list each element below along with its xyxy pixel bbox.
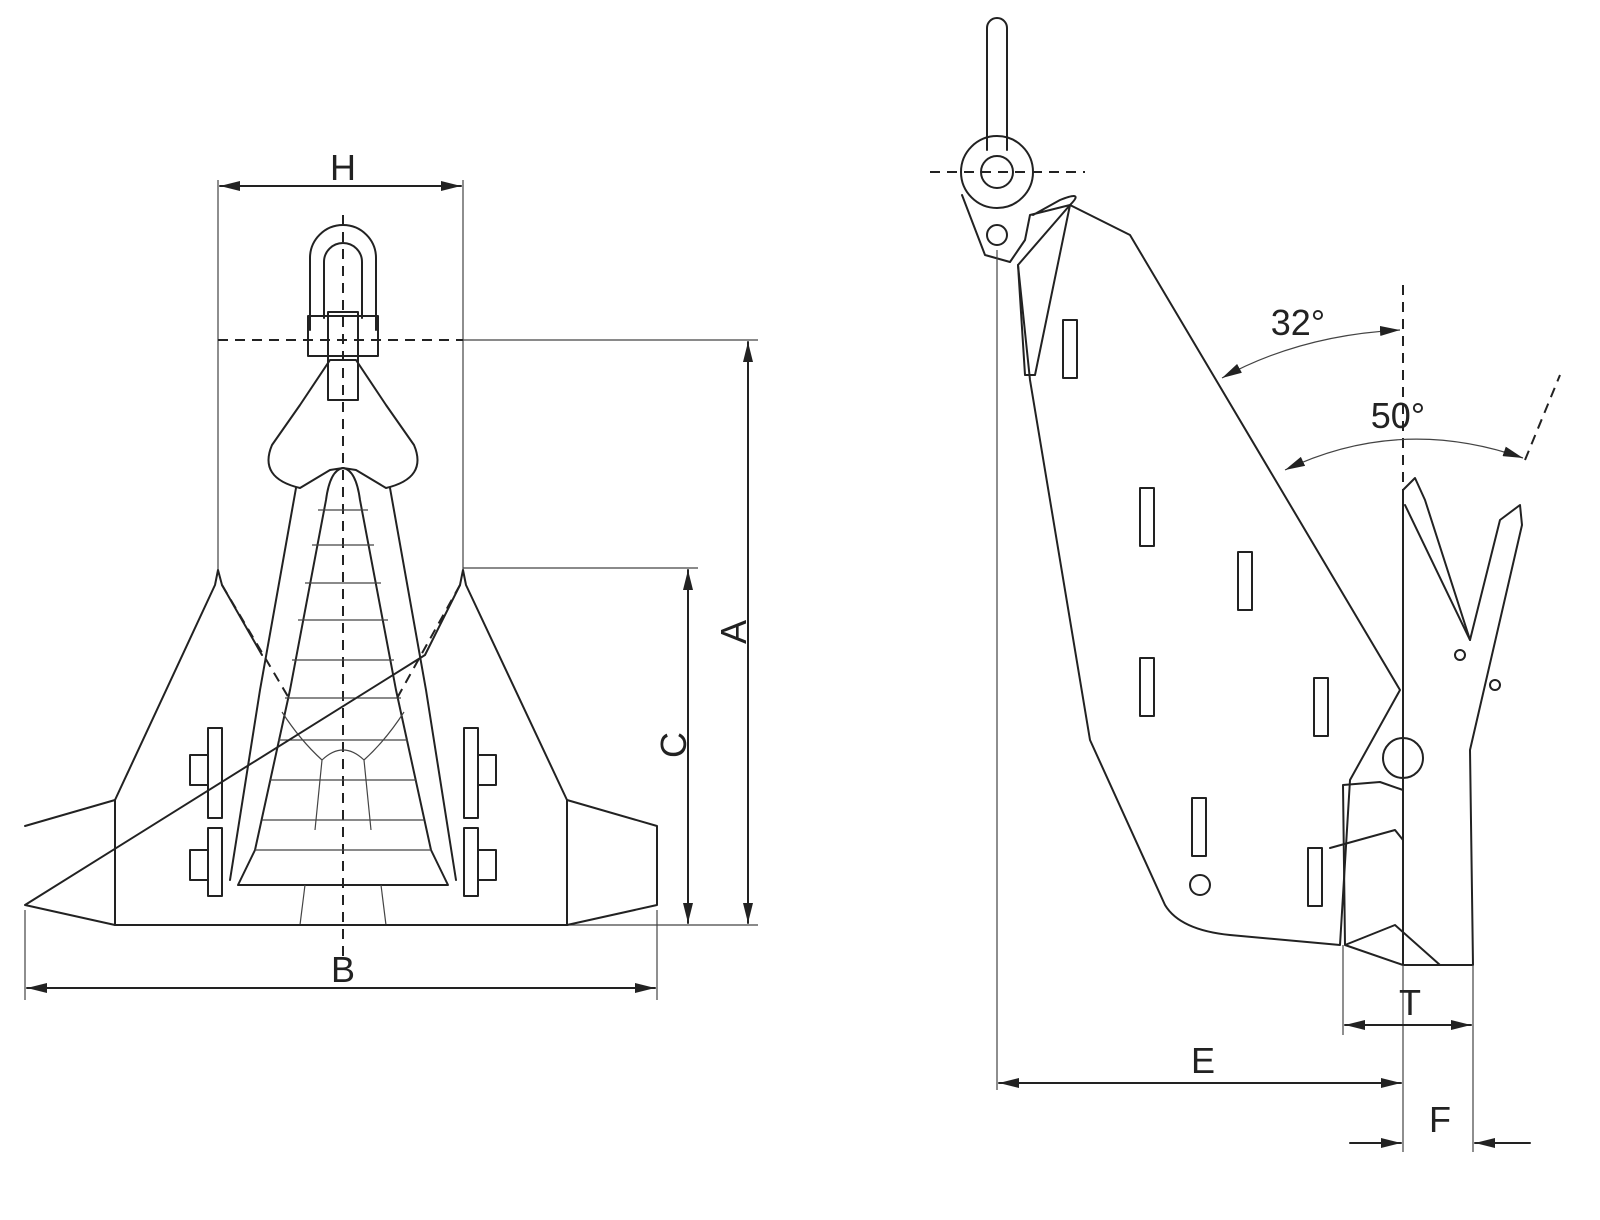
anchor-crown xyxy=(267,359,419,489)
side-view: 32° 50° T E F xyxy=(930,17,1561,1152)
dimension-label-c: C xyxy=(653,732,694,758)
front-shackle xyxy=(307,224,379,401)
fluke-hole-1 xyxy=(1454,649,1466,661)
fluke-angle-line xyxy=(1524,374,1561,461)
pivot-pin xyxy=(1382,737,1424,779)
angle-label-50: 50° xyxy=(1371,395,1425,436)
fluke-hole-2 xyxy=(1489,679,1501,691)
side-shank-plate xyxy=(961,194,1401,946)
dimension-label-b: B xyxy=(331,949,355,990)
fluke-edge xyxy=(1404,504,1471,641)
angle-arc-32 xyxy=(1221,326,1401,379)
bolt-plates xyxy=(189,727,497,897)
dimension-label-h: H xyxy=(330,147,356,188)
dimension-label-e: E xyxy=(1191,1040,1215,1081)
fluke-heel xyxy=(1329,781,1441,966)
angle-label-32: 32° xyxy=(1271,302,1325,343)
anchor-flukes xyxy=(24,569,658,926)
shank-small-hole xyxy=(1189,874,1211,896)
shank-inner-frame xyxy=(237,467,449,886)
shank-slots xyxy=(1062,319,1329,907)
dimension-label-a: A xyxy=(713,620,754,644)
side-shackle xyxy=(930,17,1085,209)
shank-outer-edges xyxy=(229,487,457,881)
shank-reinforcement xyxy=(1017,204,1071,376)
angle-arc-50 xyxy=(1284,438,1524,471)
front-view: H A C B xyxy=(24,147,758,1000)
shank-hole xyxy=(986,224,1008,246)
side-fluke xyxy=(1402,477,1523,966)
dimension-label-t: T xyxy=(1399,982,1421,1023)
hidden-fluke-edges xyxy=(221,584,461,701)
dimension-label-f: F xyxy=(1429,1099,1451,1140)
shank-ribs xyxy=(255,509,431,926)
